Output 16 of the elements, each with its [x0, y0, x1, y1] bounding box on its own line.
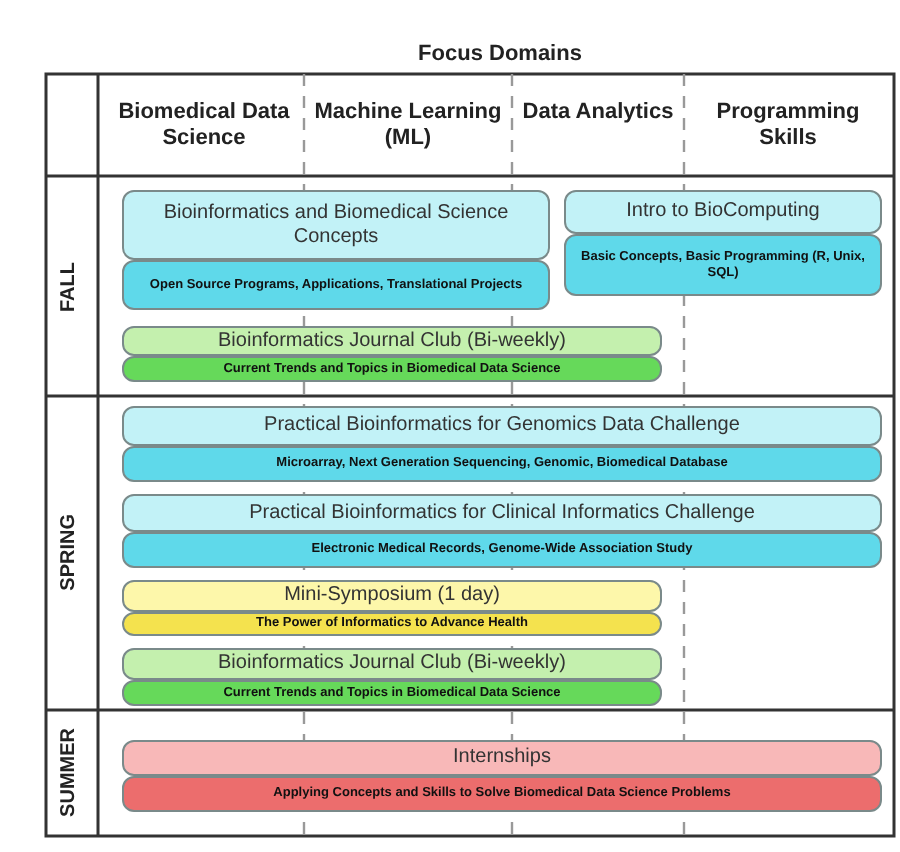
course-title-bar: Bioinformatics Journal Club (Bi-weekly): [122, 648, 662, 680]
column-header: Programming Skills: [714, 100, 862, 152]
row-header: SUMMER: [58, 728, 80, 817]
course-title-bar: Bioinformatics and Biomedical Science Concepts: [122, 190, 550, 260]
course-title-bar: Internships: [122, 740, 882, 776]
table-title: Focus Domains: [416, 42, 584, 68]
course-title-bar: Mini-Symposium (1 day): [122, 580, 662, 612]
column-header: Data Analytics: [520, 100, 676, 126]
course-title-bar: Practical Bioinformatics for Clinical Informatics Challenge: [122, 494, 882, 532]
row-header: SPRING: [58, 514, 80, 591]
course-title-bar: Practical Bioinformatics for Genomics Data Challenge: [122, 406, 882, 446]
column-header: Biomedical Data Science: [116, 100, 292, 152]
course-title-bar: Bioinformatics Journal Club (Bi-weekly): [122, 326, 662, 356]
course-title-bar: Intro to BioComputing: [564, 190, 882, 234]
column-header: Machine Learning (ML): [312, 100, 504, 152]
row-header: FALL: [58, 261, 80, 311]
